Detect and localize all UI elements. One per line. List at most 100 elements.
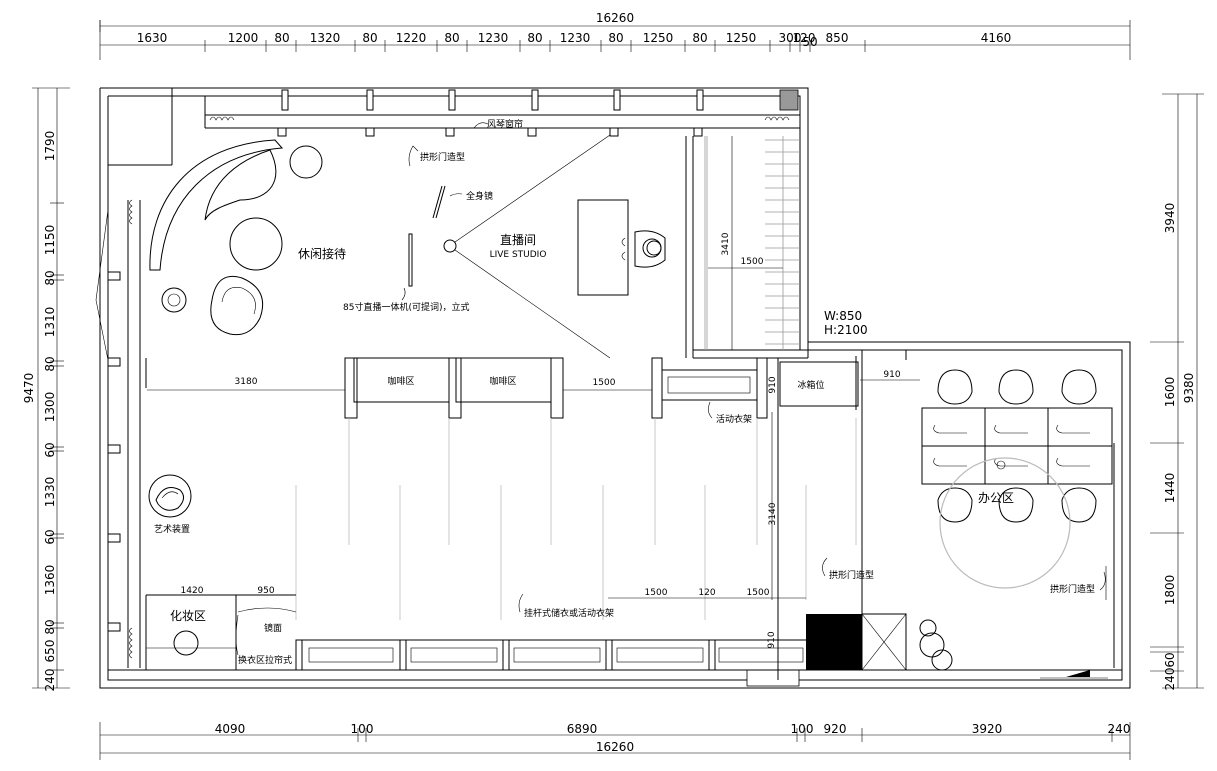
dim-inner-1500a: 1500 — [593, 378, 616, 388]
dim-bottom-segments: 4090 100 6890 100 920 3920 240 — [215, 722, 1131, 736]
dim-right-5: 240 — [1163, 668, 1177, 691]
label-makeup: 化妆区 — [170, 609, 206, 623]
dim-inner-910b: 910 — [883, 370, 900, 380]
leisure-area — [149, 139, 323, 336]
dim-right-3: 1800 — [1163, 575, 1177, 606]
display-area — [145, 342, 920, 680]
dim-top-13: 1250 — [726, 31, 757, 45]
dim-left-10: 80 — [43, 619, 57, 634]
dim-inner-1420: 1420 — [181, 586, 204, 596]
dim-right-4: 60 — [1163, 652, 1177, 667]
dim-top-4: 80 — [362, 31, 377, 45]
dim-top-16: 50 — [802, 35, 817, 49]
dim-top-7: 1230 — [478, 31, 509, 45]
label-hanging-storage: 挂杆式储衣或活动衣架 — [524, 607, 614, 619]
dim-top-9: 1230 — [560, 31, 591, 45]
dim-inner-950: 950 — [257, 586, 274, 596]
label-door-width: W:850 — [824, 309, 862, 323]
dim-right-segments: 3940 1600 1440 1800 60 240 — [1163, 203, 1177, 691]
dim-bottom-5: 3920 — [972, 722, 1003, 736]
dim-right-1: 1600 — [1163, 377, 1177, 408]
dim-top-12: 80 — [692, 31, 707, 45]
dim-left-8: 60 — [43, 529, 57, 544]
dim-bottom-6: 240 — [1108, 722, 1131, 736]
dim-top-17: 850 — [826, 31, 849, 45]
dim-inner-3140: 3140 — [768, 502, 778, 525]
label-arch-3: 拱形门造型 — [1050, 583, 1095, 595]
bay-window — [95, 209, 109, 361]
label-fridge: 冰箱位 — [797, 379, 824, 391]
dim-top-total: 16260 — [596, 11, 634, 25]
label-mobile-rack: 活动衣架 — [716, 413, 752, 425]
dim-inner-910a: 910 — [768, 376, 778, 393]
dim-top-5: 1220 — [396, 31, 427, 45]
dim-top-18: 4160 — [981, 31, 1012, 45]
window-mullions — [107, 89, 704, 632]
dim-left-11: 650 — [43, 640, 57, 663]
dim-inner-1500d: 1500 — [747, 588, 770, 598]
dim-left-total: 9470 — [22, 373, 36, 404]
dim-top-6: 80 — [444, 31, 459, 45]
dim-top-segments: 1630 1200 80 1320 80 1220 80 1230 80 123… — [137, 31, 1012, 49]
label-office: 办公区 — [978, 490, 1014, 505]
dim-left-5: 1300 — [43, 392, 57, 423]
outer-walls — [99, 87, 1131, 689]
label-coffee-1: 咖啡区 — [387, 375, 414, 387]
dim-left-1: 1150 — [43, 225, 57, 256]
dim-bottom-2: 6890 — [567, 722, 598, 736]
storage-cabinets — [295, 613, 907, 671]
dim-bottom-4: 920 — [824, 722, 847, 736]
dim-bottom-0: 4090 — [215, 722, 246, 736]
dim-top-8: 80 — [527, 31, 542, 45]
dim-left-9: 1360 — [43, 565, 57, 596]
dim-bottom-1: 100 — [351, 722, 374, 736]
dim-left-7: 1330 — [43, 477, 57, 508]
label-full-mirror: 全身镜 — [466, 190, 493, 202]
dim-right-total: 9380 — [1182, 373, 1196, 404]
dim-top-14: 300 — [779, 31, 802, 45]
dim-inner-3180: 3180 — [235, 377, 258, 387]
label-live-studio: 直播间 — [500, 233, 536, 247]
label-coffee-2: 咖啡区 — [489, 375, 516, 387]
label-leisure: 休闲接待 — [298, 246, 346, 261]
dim-left-4: 80 — [43, 356, 57, 371]
dim-left-12: 240 — [43, 669, 57, 692]
dim-left-0: 1790 — [43, 131, 57, 162]
dim-inner-1500c: 1500 — [645, 588, 668, 598]
dim-left-2: 80 — [43, 270, 57, 285]
label-door-height: H:2100 — [824, 323, 868, 337]
dim-inner-120: 120 — [698, 588, 715, 598]
dim-left-segments: 1790 1150 80 1310 80 1300 60 1330 60 136… — [43, 131, 57, 692]
dim-inner-910c: 910 — [767, 631, 777, 648]
label-arch-2: 拱形门造型 — [829, 569, 874, 581]
makeup-area — [145, 474, 297, 670]
dim-right-0: 3940 — [1163, 203, 1177, 234]
dim-inner-1500b: 1500 — [741, 257, 764, 267]
dim-bottom-total: 16260 — [596, 740, 634, 754]
label-mirror: 镜面 — [264, 622, 282, 634]
dim-bottom-3: 100 — [791, 722, 814, 736]
dim-top-2: 80 — [274, 31, 289, 45]
label-art: 艺术装置 — [154, 523, 190, 535]
leader-lines — [401, 122, 1106, 613]
dim-right-2: 1440 — [1163, 473, 1177, 504]
dim-top-10: 80 — [608, 31, 623, 45]
label-changing: 换衣区拉帘式 — [238, 654, 292, 666]
office-area — [919, 369, 1115, 679]
dim-top-11: 1250 — [643, 31, 674, 45]
live-studio-room — [408, 134, 808, 359]
dim-top-0: 1630 — [137, 31, 168, 45]
dim-top-1: 1200 — [228, 31, 259, 45]
label-live-studio-en: LIVE STUDIO — [490, 250, 547, 260]
dim-inner-3410: 3410 — [721, 232, 731, 255]
dim-top-15: 120 — [793, 31, 816, 45]
dimension-lines — [32, 20, 1204, 760]
label-tv: 85寸直播一体机(可提词)，立式 — [343, 301, 469, 313]
dim-left-3: 1310 — [43, 307, 57, 338]
label-arch-1: 拱形门造型 — [420, 151, 465, 163]
dim-left-6: 60 — [43, 442, 57, 457]
curtain-coil-icons — [129, 116, 790, 659]
dim-top-3: 1320 — [310, 31, 341, 45]
label-curtain: 风琴窗帘 — [487, 118, 523, 130]
